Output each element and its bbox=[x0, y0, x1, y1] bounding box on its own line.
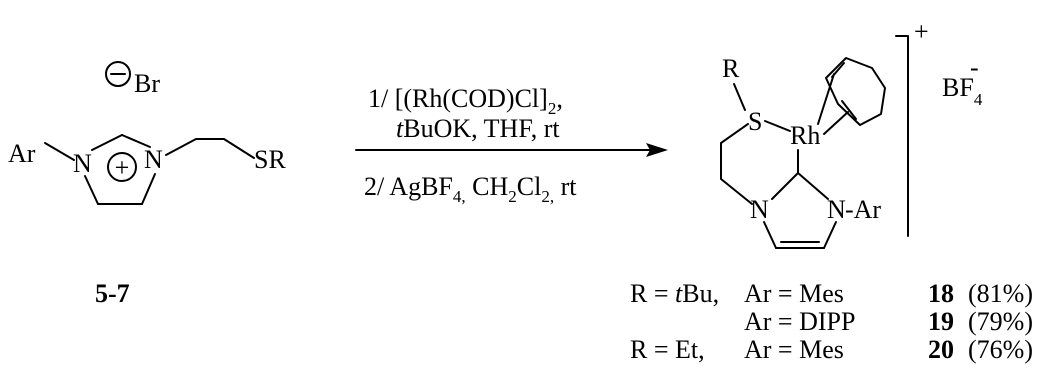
result-r: R = tBu, bbox=[630, 279, 719, 308]
result-ar: Ar = Mes bbox=[744, 279, 844, 308]
result-row: R = tBu, Ar = Mes 18 (81%) bbox=[630, 279, 1033, 308]
counterion-label: BF4 bbox=[942, 73, 983, 109]
result-row: Ar = DIPP 19 (79%) bbox=[744, 307, 1033, 336]
s-rh-bond bbox=[764, 120, 791, 132]
rh-cod-bond-2 bbox=[823, 111, 849, 135]
cation-bracket bbox=[895, 35, 909, 237]
cod-ring bbox=[825, 57, 886, 126]
cod-double-bond-2 bbox=[841, 100, 857, 120]
rhodium-label: Rh bbox=[790, 121, 820, 150]
product-aryl-label: -Ar bbox=[845, 195, 881, 224]
result-row: R = Et, Ar = Mes 20 (76%) bbox=[630, 335, 1033, 364]
ethyl-tether-bonds bbox=[165, 138, 255, 159]
chelate-tether-bonds bbox=[720, 123, 753, 205]
result-ar: Ar = DIPP bbox=[744, 307, 855, 336]
condition-step2: 2/ AgBF4, CH2Cl2, rt bbox=[364, 172, 577, 206]
reactant-compound-number: 5-7 bbox=[95, 279, 130, 308]
r-s-bond bbox=[733, 83, 746, 111]
c5-n4-bond bbox=[823, 221, 837, 249]
ring-bond-c4-n3 bbox=[141, 173, 156, 205]
result-yield: (76%) bbox=[968, 335, 1033, 364]
counterion-charge: - bbox=[970, 53, 979, 82]
reactant-structure: Br Ar N N + SR bbox=[8, 61, 286, 205]
aryl-n-bond bbox=[44, 142, 75, 161]
result-yield: (79%) bbox=[968, 307, 1033, 336]
ring-bond-n1-c2 bbox=[91, 134, 123, 151]
cation-charge: + bbox=[914, 17, 929, 46]
result-r: R = Et, bbox=[630, 335, 705, 364]
results-list: R = tBu, Ar = Mes 18 (81%) Ar = DIPP 19 … bbox=[630, 279, 1033, 364]
carbene-n3-bond bbox=[771, 172, 799, 200]
imidazolium-n1-label: N bbox=[73, 149, 92, 178]
ring-bond-n1-c5 bbox=[84, 175, 99, 205]
result-number: 19 bbox=[928, 307, 954, 336]
result-ar: Ar = Mes bbox=[744, 335, 844, 364]
sr-label: SR bbox=[254, 145, 286, 174]
result-yield: (81%) bbox=[968, 279, 1033, 308]
n3-c4-bond bbox=[763, 221, 777, 249]
result-number: 20 bbox=[928, 335, 954, 364]
rh-cod-bond-1 bbox=[817, 73, 835, 125]
positive-charge-sign: + bbox=[115, 153, 130, 182]
imidazolium-n2-label: N bbox=[144, 145, 163, 174]
reactant-aryl-label: Ar bbox=[8, 139, 36, 168]
ring-bond-c2-n3 bbox=[121, 134, 151, 148]
positive-charge-circle bbox=[107, 152, 137, 182]
sulfur-label: S bbox=[748, 107, 762, 136]
bromide-label: Br bbox=[134, 69, 160, 98]
reaction-arrow-head bbox=[646, 143, 668, 157]
condition-step1-line2: tBuOK, THF, rt bbox=[396, 114, 560, 143]
product-structure: R S Rh N N -Ar + BF4 - bbox=[720, 17, 983, 249]
reaction-conditions: 1/ [(Rh(COD)Cl]2, tBuOK, THF, rt 2/ AgBF… bbox=[355, 84, 668, 206]
result-number: 18 bbox=[928, 279, 954, 308]
condition-step1-line1: 1/ [(Rh(COD)Cl]2, bbox=[368, 84, 563, 118]
carbene-n4-bond bbox=[797, 172, 829, 200]
imidazole-n4-label: N bbox=[827, 195, 846, 224]
product-r-label: R bbox=[722, 54, 740, 83]
negative-charge-circle bbox=[105, 61, 131, 87]
imidazole-n3-label: N bbox=[750, 195, 769, 224]
